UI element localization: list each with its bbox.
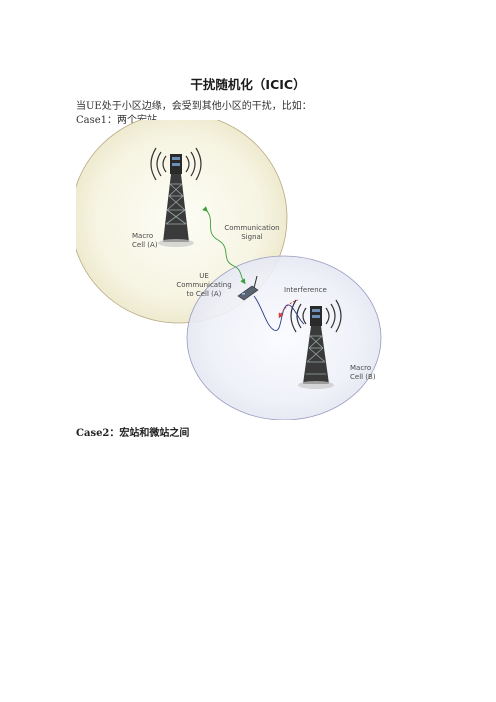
ue-label: Communicating [176,281,231,289]
ue-label: to Cell (A) [187,290,222,298]
case2-heading: Case2：宏站和微站之间 [76,428,190,439]
communication-signal-label: Communication [224,224,279,232]
interference-path [253,295,305,331]
case1-heading: Case1：两个宏站 [76,115,158,126]
interference-arrow [278,299,299,319]
ue-device-icon [237,275,259,301]
communication-signal-label: Signal [241,233,263,241]
two-macro-cell-diagram: Macro Cell (A) Communication Signal UE C… [76,120,382,420]
macro-cell-a-label: Cell (A) [132,241,158,249]
macro-cell-b-label: Macro [350,364,371,372]
tower-a-icon [150,147,202,247]
cell-b-coverage [186,255,382,420]
page-title: 干扰随机化（ICIC） [190,77,306,92]
tower-b-icon [290,299,342,389]
macro-cell-a-label: Macro [132,232,153,240]
ue-label: UE [199,272,209,280]
interference-label: Interference [284,286,327,294]
intro-paragraph: 当UE处于小区边缘，会受到其他小区的干扰，比如： [76,101,312,112]
communication-signal-path [202,206,246,285]
macro-cell-b-label: Cell (B) [350,373,376,381]
